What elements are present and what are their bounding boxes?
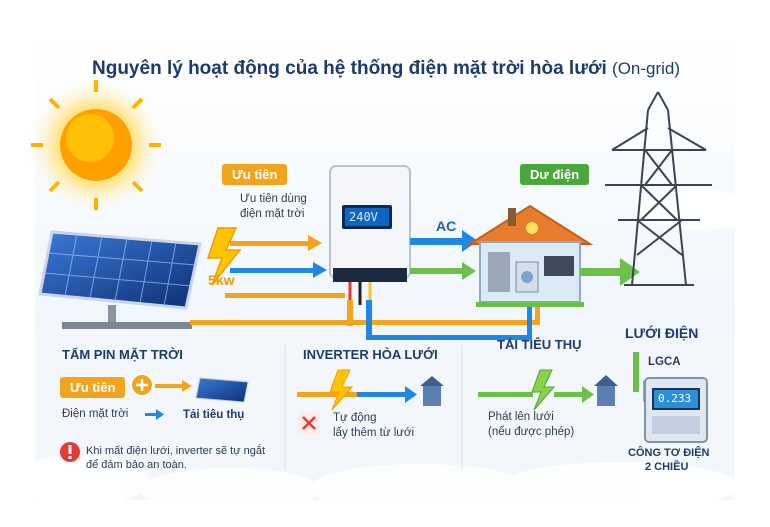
meter-display: 0.233 xyxy=(658,392,692,405)
solar-panel xyxy=(38,230,202,329)
warning-note: Khi mất điện lưới, inverter sẽ tự ngắt đ… xyxy=(86,445,266,471)
bottom-load-label: Tải tiêu thụ xyxy=(183,409,245,421)
inverter-label: INVERTER HÒA LƯỚI xyxy=(303,347,438,362)
export-label-line2: (nếu được phép) xyxy=(488,426,575,438)
bottom-priority-tag: Ưu tiên xyxy=(60,377,126,398)
bottom-inverter-flow xyxy=(297,369,444,434)
ac-label: AC xyxy=(436,218,457,234)
house-icon xyxy=(466,204,594,307)
priority-flow-arrows xyxy=(190,235,540,325)
solar-power-label: Điện mặt trời xyxy=(62,408,129,420)
meter-label-line1: CÔNG TƠ ĐIỆN xyxy=(628,447,710,459)
solar-panel-label: TẤM PIN MẶT TRỜI xyxy=(62,347,183,362)
auto-label-line2: lấy thêm từ lưới xyxy=(333,427,415,439)
title-suffix: (On-grid) xyxy=(612,59,681,78)
inverter xyxy=(329,165,411,340)
priority-tag: Ưu tiên xyxy=(222,164,288,185)
export-label-line1: Phát lên lưới xyxy=(488,411,554,423)
bottom-export-flow xyxy=(478,369,618,411)
lightning-icon xyxy=(206,227,242,286)
meter-label-line2: 2 CHIỀU xyxy=(645,461,689,473)
bottom-priority xyxy=(60,373,249,462)
power-label: 5kw xyxy=(208,272,235,288)
priority-note-line1: Ưu tiên dùng xyxy=(240,193,307,205)
section-dividers xyxy=(284,345,463,470)
inverter-display: 240V xyxy=(349,210,378,224)
title-main: Nguyên lý hoạt động của hệ thống điện mặ… xyxy=(92,58,607,79)
export-flow-arrow xyxy=(580,258,640,286)
priority-note-line2: điện mặt trời xyxy=(240,208,305,220)
lgca-label: LGCA xyxy=(648,356,681,368)
ac-flow-arrows xyxy=(366,230,532,340)
grid-label: LƯỚI ĐIỆN xyxy=(625,325,699,341)
transmission-tower xyxy=(605,91,712,286)
load-label: TẢI TIÊU THỤ xyxy=(497,337,582,352)
auto-label-line1: Tự động xyxy=(333,412,377,424)
surplus-tag: Dư điện xyxy=(520,164,590,185)
page-title: Nguyên lý hoạt động của hệ thống điện mặ… xyxy=(92,58,680,80)
bidirectional-meter xyxy=(633,352,708,443)
sun-icon xyxy=(26,75,166,215)
